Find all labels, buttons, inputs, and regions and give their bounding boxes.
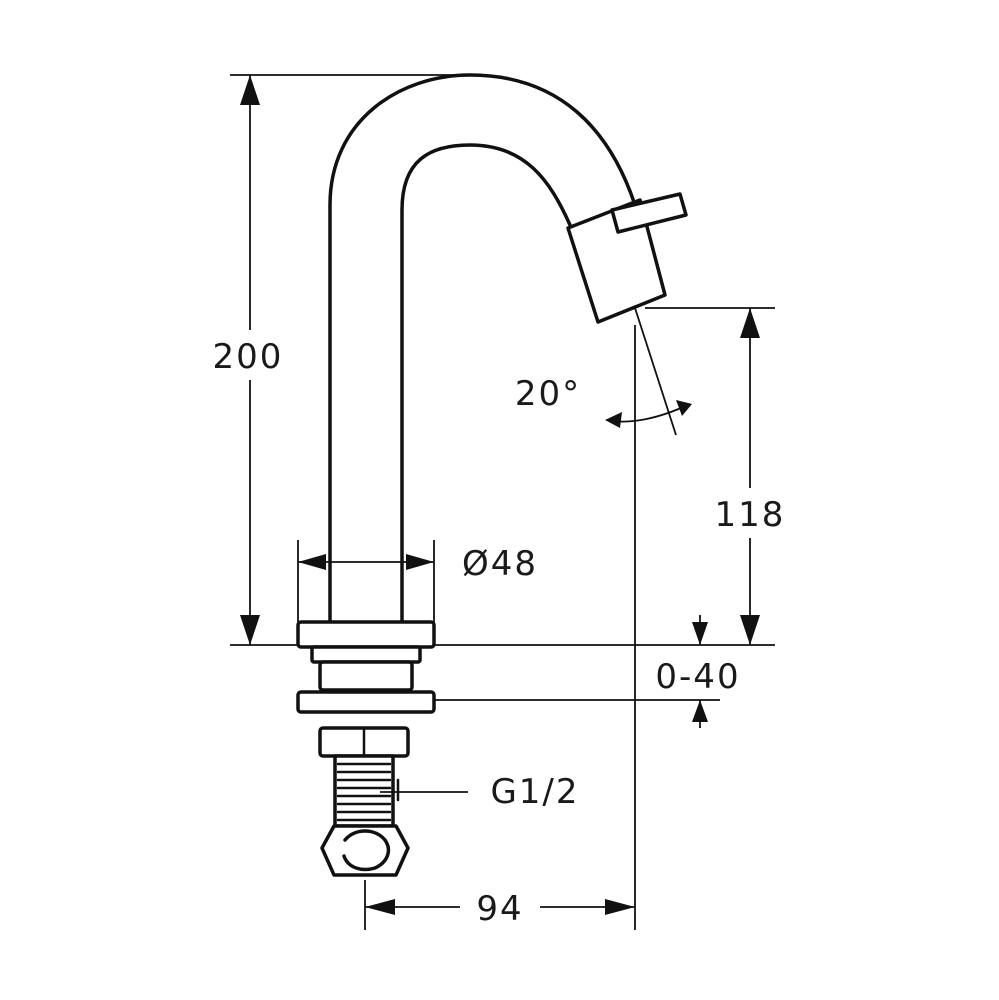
dimension-height-200: 200 xyxy=(205,74,470,646)
spout-body xyxy=(328,73,688,622)
label-angle-20: 20° xyxy=(515,374,581,414)
dimension-angle-20: 20° xyxy=(515,307,692,436)
dimension-reach-94: 94 xyxy=(364,880,635,930)
dimension-spout-118: 118 xyxy=(645,307,790,645)
label-diameter-48: Ø48 xyxy=(462,544,538,584)
dimension-diameter-48: Ø48 xyxy=(297,540,538,622)
label-thread-g12: G1/2 xyxy=(490,772,579,812)
base-assembly xyxy=(296,620,775,877)
label-thread-g12-group: G1/2 xyxy=(380,772,579,812)
label-mounting-0-40: 0-40 xyxy=(655,657,740,697)
label-reach-94: 94 xyxy=(476,889,523,929)
label-spout-118: 118 xyxy=(715,495,786,535)
label-height-200: 200 xyxy=(213,337,284,377)
dimension-mounting-0-40: 0-40 xyxy=(655,615,740,728)
